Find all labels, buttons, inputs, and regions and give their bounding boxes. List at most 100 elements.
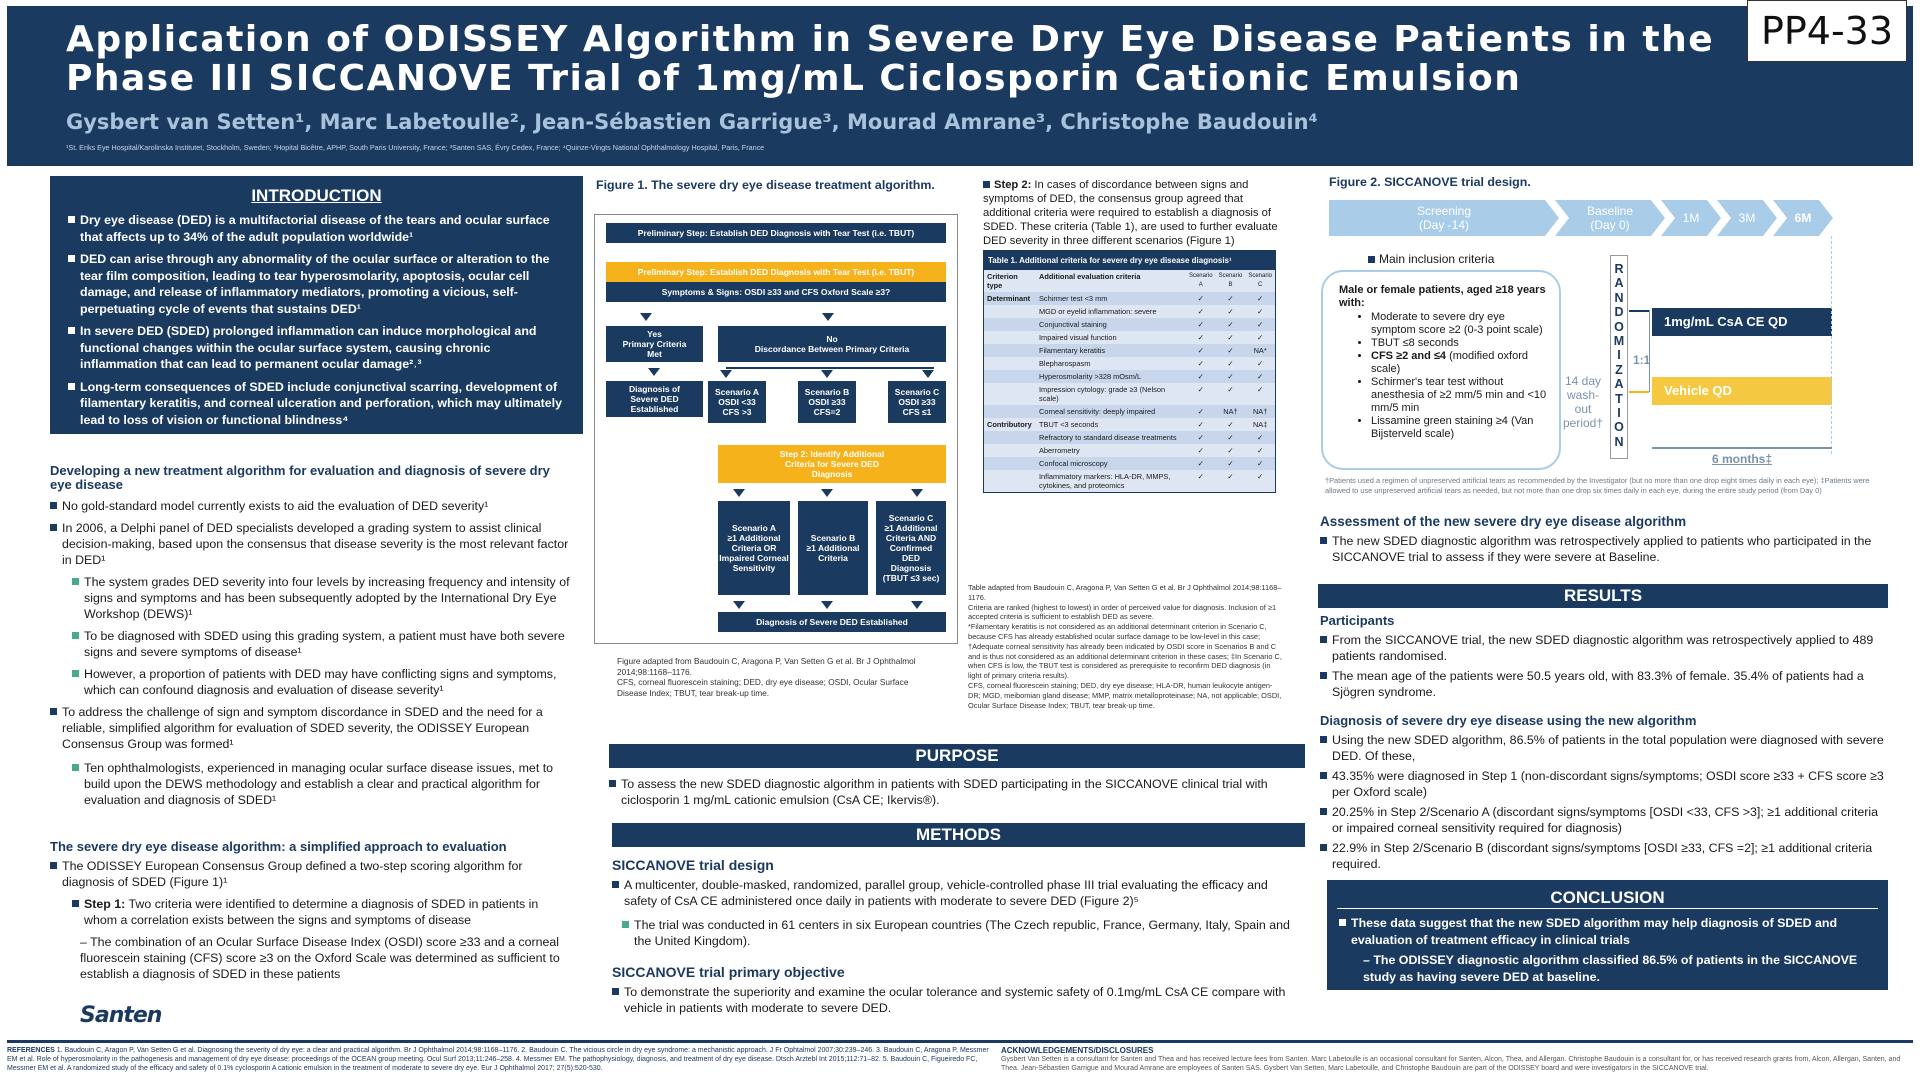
authors: Gysbert van Setten¹, Marc Labetoulle², J… (66, 110, 1318, 134)
criterion-type (984, 405, 1036, 418)
table1-title: Table 1. Additional criteria for severe … (984, 251, 1275, 270)
randomization-letter: R (1614, 262, 1624, 276)
develop-subbullet: However, a proportion of patients with D… (72, 666, 570, 698)
criterion: Impaired visual function (1039, 333, 1117, 342)
intro-bullet: Long-term consequences of SDED include c… (68, 379, 569, 429)
fig1-scenario-a: Scenario A OSDI <33 CFS >3 (708, 381, 766, 423)
scenario-b-cell: ✓ (1215, 292, 1246, 305)
table1-header-type: Criterion type (987, 272, 1018, 290)
arm2-box: Vehicle QD (1652, 377, 1832, 405)
algorithm-section: The severe dry eye disease algorithm: a … (50, 840, 570, 982)
arrow-icon (922, 370, 934, 378)
develop-bullet: In 2006, a Delphi panel of DED specialis… (50, 520, 570, 568)
table-row: Aberrometry✓✓✓ (984, 444, 1275, 457)
methods-section: SICCANOVE trial design A multicenter, do… (612, 858, 1292, 1016)
inclusion-cfs-scale: (modified oxford scale) (1371, 350, 1528, 375)
arrow-icon (733, 601, 745, 609)
conclusion-heading: CONCLUSION (1550, 888, 1665, 907)
arrow-icon (821, 601, 833, 609)
purpose-text: To assess the new SDED diagnostic algori… (609, 776, 1269, 808)
criterion-type (984, 444, 1036, 457)
randomization-letter: M (1613, 334, 1625, 349)
fig1-caption: Figure adapted from Baudouin C, Aragona … (617, 656, 916, 698)
inclusion-item: Moderate to severe dry eye symptom score… (1371, 311, 1549, 337)
design-bullet: A multicenter, double-masked, randomized… (612, 877, 1292, 909)
scenario-a-cell: ✓ (1197, 333, 1204, 342)
randomization-letter: T (1615, 391, 1623, 406)
intro-heading: INTRODUCTION (251, 186, 382, 205)
develop-subbullet: Ten ophthalmologists, experienced in man… (72, 760, 570, 808)
table-row: Conjunctival staining✓✓✓ (984, 318, 1275, 331)
arrow-icon (911, 601, 923, 609)
participants-heading: Participants (1320, 613, 1395, 628)
fig1-scenario-a-criteria: Scenario A ≥1 Additional Criteria OR Imp… (718, 501, 790, 595)
objective-heading: SICCANOVE trial primary objective (612, 964, 845, 980)
scenario-c-cell: NA† (1245, 405, 1275, 418)
randomization-letter: I (1617, 348, 1621, 363)
connector-line (726, 367, 934, 369)
table-row: Impaired visual function ✓ ✓ ✓ (984, 331, 1275, 344)
references: REFERENCES 1. Baudouin C, Aragon P, Van … (7, 1046, 997, 1073)
scenario-b-cell: ✓ (1215, 344, 1246, 357)
affiliations: ¹St. Eriks Eye Hospital/Karolinska Insti… (66, 143, 765, 152)
inclusion-item: Lissamine green staining ≥4 (Van Bijster… (1371, 415, 1549, 441)
fig1-diagnosis: Diagnosis of Severe DED Established (606, 381, 703, 417)
criterion: Hyperosmolarity >328 mOsm/L (1036, 370, 1186, 383)
scenario-a-cell: ✓ (1185, 344, 1216, 357)
scenario-c-cell: ✓ (1257, 333, 1264, 342)
arrow-icon (821, 370, 833, 378)
randomization-letter: I (1617, 406, 1621, 421)
step2-text: In cases of discordance between signs an… (983, 179, 1278, 247)
fig1-yes: Yes Primary Criteria Met (606, 326, 703, 362)
conclusion-box: CONCLUSION These data suggest that the n… (1327, 880, 1888, 990)
results-heading: RESULTS (1318, 584, 1888, 608)
table-row: Filamentary keratitis✓✓NA* (984, 344, 1275, 357)
criterion-type: Determinant (984, 292, 1036, 305)
randomization-letter: A (1614, 377, 1624, 392)
scenario-a-cell: ✓ (1185, 318, 1216, 331)
inclusion-item: CFS ≥2 and ≤4 (modified oxford scale) (1371, 350, 1549, 376)
inclusion-item: Schirmer's tear test without anesthesia … (1371, 376, 1549, 415)
arrow-icon (720, 370, 732, 378)
criterion: Confocal microscopy (1036, 457, 1186, 470)
arrow-icon (733, 489, 745, 497)
scenario-a-cell: ✓ (1197, 420, 1204, 429)
table-row: Blepharospasm✓✓✓ (984, 357, 1275, 370)
results-section: Participants From the SICCANOVE trial, t… (1320, 614, 1885, 872)
develop-subbullet: To be diagnosed with SDED using this gra… (72, 628, 570, 660)
timeline-3m: 3M (1717, 200, 1777, 236)
fig1-scenario-b: Scenario B OSDI ≥33 CFS=2 (798, 381, 856, 423)
table-row: Impression cytology: grade ≥3 (Nelson sc… (984, 383, 1275, 405)
scenario-c-cell: ✓ (1245, 292, 1275, 305)
conclusion-bullet: These data suggest that the new SDED alg… (1339, 915, 1876, 948)
scenario-b-cell: ✓ (1215, 318, 1246, 331)
inclusion-head: Male or female patients, aged ≥18 years … (1339, 284, 1546, 309)
scenario-b-cell: ✓ (1227, 333, 1234, 342)
step1-label: Step 1: (84, 897, 126, 911)
algorithm-heading: The severe dry eye disease algorithm: a … (50, 839, 507, 854)
scenario-c-cell: ✓ (1245, 457, 1275, 470)
criterion-type (984, 331, 1036, 344)
randomization-letter: N (1614, 434, 1624, 449)
ack-label: ACKNOWLEDGEMENTS/DISCLOSURES (1001, 1046, 1154, 1055)
randomization-letter: D (1614, 305, 1624, 320)
arm1-box: 1mg/mL CsA CE QD (1652, 308, 1832, 336)
ack-text: Gysbert Van Setten is a consultant for S… (1001, 1056, 1901, 1072)
scenario-b-cell: ✓ (1215, 457, 1246, 470)
scenario-b-cell: ✓ (1227, 420, 1234, 429)
scenario-b-cell: ✓ (1227, 385, 1234, 394)
fig2-footnote: †Patients used a regimen of unpreserved … (1325, 476, 1870, 495)
scenario-c-cell: ✓ (1257, 385, 1264, 394)
table-row: Refractory to standard disease treatment… (984, 431, 1275, 444)
criterion-type (984, 370, 1036, 383)
develop-bullet: No gold-standard model currently exists … (50, 498, 570, 514)
arrow-icon (822, 313, 834, 321)
randomization-letter: O (1614, 319, 1624, 334)
scenario-b-cell: ✓ (1227, 307, 1234, 316)
inclusion-cfs: CFS ≥2 and ≤4 (1371, 350, 1447, 362)
scenario-a-cell: ✓ (1197, 385, 1204, 394)
table1-grid: Criterion type Additional evaluation cri… (984, 270, 1275, 492)
criterion-type (984, 344, 1036, 357)
